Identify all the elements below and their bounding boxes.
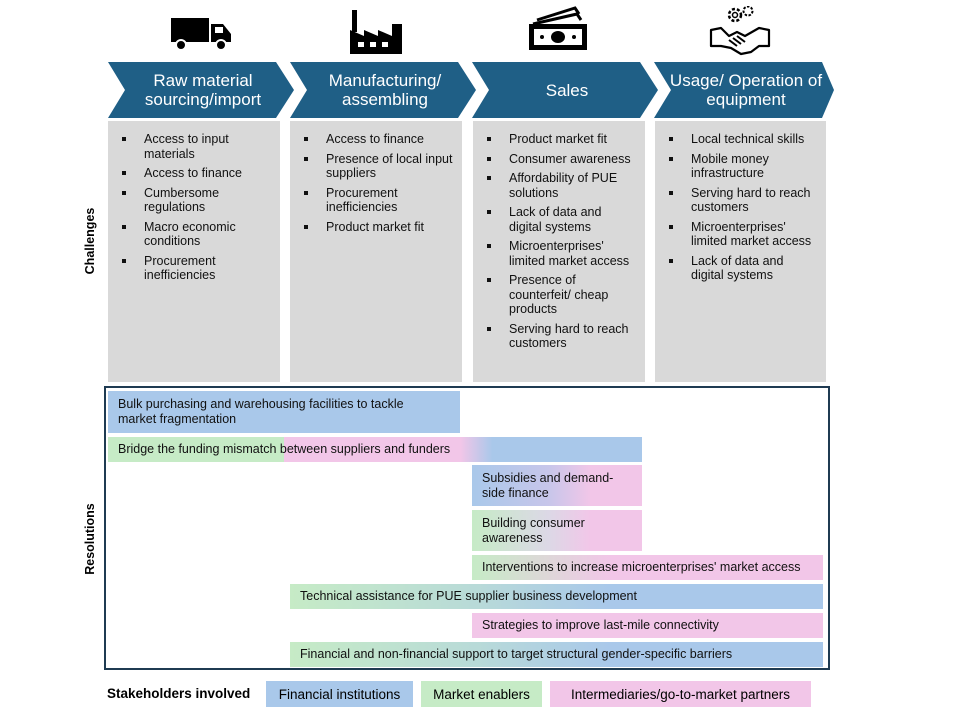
challenges-manufacturing: Access to finance Presence of local inpu…: [290, 121, 462, 382]
stage-label: Sales: [545, 80, 589, 100]
challenge-item: Lack of data and digital systems: [665, 254, 818, 283]
challenges-sales: Product market fit Consumer awareness Af…: [473, 121, 645, 382]
challenge-item: Product market fit: [483, 132, 637, 147]
resolution-bar: Bridge the funding mismatch between supp…: [108, 437, 642, 462]
stage-sales: Sales: [472, 62, 658, 118]
challenge-item: Macro economic conditions: [118, 220, 272, 249]
challenge-item: Mobile money infrastructure: [665, 152, 818, 181]
stage-label: Usage/ Operation of equipment: [669, 71, 823, 109]
challenge-item: Procurement inefficiencies: [300, 186, 454, 215]
resolutions-frame: [104, 386, 830, 670]
challenge-item: Local technical skills: [665, 132, 818, 147]
resolution-bar: Strategies to improve last-mile connecti…: [472, 613, 823, 638]
gears-handshake-icon: [705, 6, 775, 56]
resolution-bar: Bulk purchasing and warehousing faciliti…: [108, 391, 460, 433]
legend-title: Stakeholders involved: [107, 686, 251, 701]
challenge-item: Microenterprises' limited market access: [483, 239, 637, 268]
challenge-item: Consumer awareness: [483, 152, 637, 167]
resolution-bar: Subsidies and demand-side finance: [472, 465, 642, 506]
challenge-item: Access to input materials: [118, 132, 272, 161]
legend-intermediaries: Intermediaries/go-to-market partners: [550, 681, 811, 707]
challenge-item: Access to finance: [300, 132, 454, 147]
stage-usage: Usage/ Operation of equipment: [654, 62, 834, 118]
challenges-label: Challenges: [83, 207, 97, 275]
challenge-item: Cumbersome regulations: [118, 186, 272, 215]
stage-raw-material: Raw material sourcing/import: [108, 62, 294, 118]
challenge-item: Presence of counterfeit/ cheap products: [483, 273, 637, 317]
challenge-item: Procurement inefficiencies: [118, 254, 272, 283]
resolutions-label: Resolutions: [83, 503, 97, 575]
challenge-item: Microenterprises' limited market access: [665, 220, 818, 249]
challenges-raw-material: Access to input materials Access to fina…: [108, 121, 280, 382]
resolution-bar: Technical assistance for PUE supplier bu…: [290, 584, 823, 609]
challenge-item: Access to finance: [118, 166, 272, 181]
resolution-bar: Building consumer awareness: [472, 510, 642, 551]
challenge-item: Affordability of PUE solutions: [483, 171, 637, 200]
resolution-bar: Financial and non-financial support to t…: [290, 642, 823, 667]
challenge-item: Presence of local input suppliers: [300, 152, 454, 181]
resolution-bar: Interventions to increase microenterpris…: [472, 555, 823, 580]
challenges-usage: Local technical skills Mobile money infr…: [655, 121, 826, 382]
challenge-item: Product market fit: [300, 220, 454, 235]
stage-manufacturing: Manufacturing/ assembling: [290, 62, 476, 118]
stage-label: Raw material sourcing/import: [144, 71, 262, 109]
stage-label: Manufacturing/ assembling: [328, 71, 442, 109]
challenge-item: Serving hard to reach customers: [483, 322, 637, 351]
factory-icon: [344, 6, 414, 56]
truck-icon: [167, 6, 237, 56]
money-icon: [523, 6, 593, 56]
challenge-item: Serving hard to reach customers: [665, 186, 818, 215]
legend-financial-institutions: Financial institutions: [266, 681, 413, 707]
challenge-item: Lack of data and digital systems: [483, 205, 637, 234]
legend-market-enablers: Market enablers: [421, 681, 542, 707]
